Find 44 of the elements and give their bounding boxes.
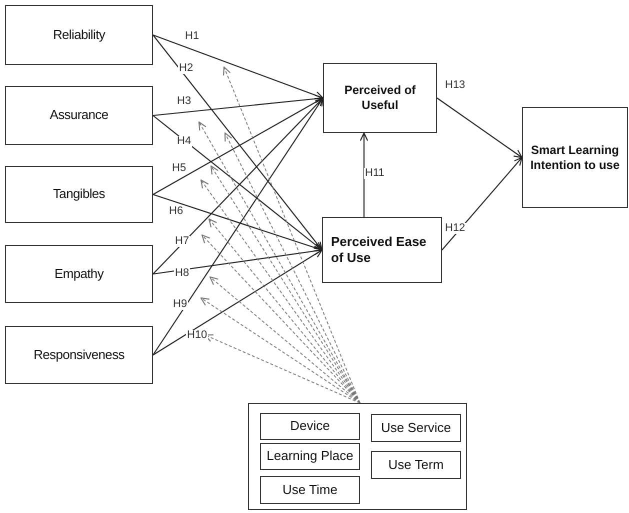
arrow: [152, 115, 323, 251]
arrow: [152, 97, 324, 274]
edge-label: H12: [444, 223, 466, 234]
dashed-arrow: [223, 66, 360, 404]
construct-box: Perceived Ease of Use: [322, 217, 442, 283]
construct-box: Responsiveness: [5, 326, 153, 384]
edge-label: H6: [168, 206, 184, 217]
edge-label: H7: [174, 236, 190, 247]
edge-label: H10: [186, 330, 208, 341]
edge-label: H2: [178, 63, 194, 74]
construct-box: Device: [260, 413, 360, 440]
construct-box: Assurance: [5, 86, 153, 145]
construct-box: Smart Learning Intention to use: [522, 107, 628, 208]
arrow: [152, 94, 324, 116]
construct-box: Use Term: [371, 451, 461, 479]
arrow: [152, 249, 323, 356]
construct-box: Reliability: [5, 5, 153, 65]
edge-label: H4: [176, 136, 192, 147]
edge-label: H5: [171, 163, 188, 174]
arrow: [436, 98, 523, 158]
arrow: [360, 132, 368, 217]
edge-label: H9: [172, 299, 188, 310]
edge-label: H3: [176, 96, 192, 107]
dashed-arrow: [209, 276, 360, 404]
construct-box: Learning Place: [260, 443, 360, 470]
arrow: [442, 156, 523, 250]
dashed-arrow: [200, 297, 360, 404]
construct-box: Tangibles: [5, 166, 153, 223]
edge-label: H8: [174, 268, 190, 279]
arrow: [152, 97, 324, 195]
construct-box: Use Service: [371, 414, 461, 442]
arrow: [152, 97, 324, 356]
arrow: [152, 246, 323, 275]
arrow: [152, 34, 323, 251]
arrow: [152, 34, 324, 100]
construct-box: Perceived of Useful: [323, 63, 437, 133]
construct-box: Use Time: [260, 476, 360, 504]
edge-label: H1: [184, 31, 200, 42]
group-box: [248, 403, 467, 510]
dashed-arrow: [224, 132, 360, 404]
arrow: [152, 194, 323, 252]
edge-label: H11: [364, 168, 386, 179]
construct-box: Empathy: [5, 245, 153, 303]
edge-label: H13: [444, 80, 466, 91]
